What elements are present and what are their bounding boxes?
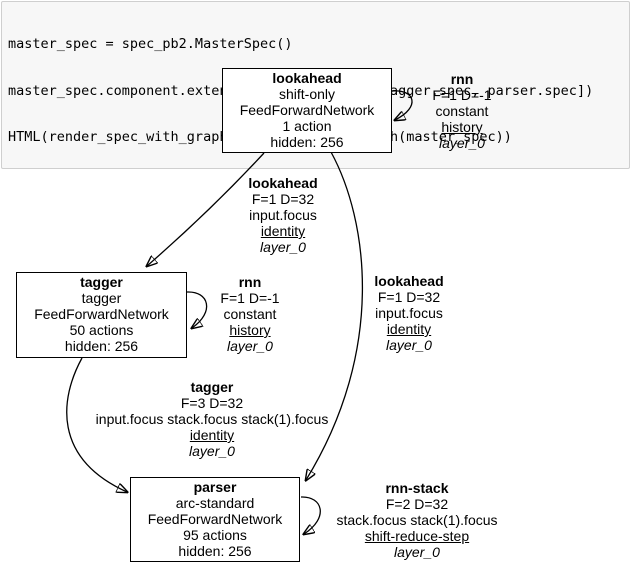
code-line-1: master_spec = spec_pb2.MasterSpec() (8, 36, 293, 52)
edge-label-features: constant (223, 306, 277, 322)
edge-label-features: input.focus stack.focus stack(1).focus (95, 411, 329, 427)
edge-label-rnn-tagger: rnn F=1 D=-1 constant history layer_0 (220, 274, 279, 354)
node-parser-title: parser (193, 479, 237, 495)
edge-label-features: input.focus (249, 207, 317, 223)
node-lookahead-title: lookahead (272, 70, 342, 86)
edge-label-layer: layer_0 (189, 443, 235, 459)
node-parser-line: FeedForwardNetwork (147, 511, 283, 527)
edge-label-params: F=2 D=32 (385, 496, 449, 512)
edge-label-params: F=1 D=-1 (220, 290, 280, 306)
edge-label-title: lookahead (374, 273, 444, 289)
edge-label-layer: layer_0 (386, 337, 432, 353)
edge-label-title: lookahead (248, 175, 318, 191)
node-parser-line: arc-standard (175, 495, 255, 511)
edge-label-translator: identity (260, 223, 306, 239)
edge-label-translator: identity (189, 427, 235, 443)
node-tagger-line: hidden: 256 (64, 338, 139, 354)
node-parser-line: 95 actions (183, 527, 247, 543)
edge-label-layer: layer_0 (394, 544, 440, 560)
edge-label-rnn-lookahead: rnn F=1 D=-1 constant history layer_0 (432, 71, 491, 151)
edge-label-features: input.focus (375, 305, 443, 321)
edge-lookahead-to-tagger (147, 152, 265, 266)
node-tagger-title: tagger (80, 274, 123, 290)
node-lookahead-line: shift-only (278, 86, 336, 102)
edge-label-translator: history (229, 322, 271, 338)
node-tagger-line: tagger (81, 290, 122, 306)
node-lookahead-line: 1 action (282, 118, 332, 134)
edge-label-rnn-stack-parser: rnn-stack F=2 D=32 stack.focus stack(1).… (336, 480, 497, 560)
edge-label-features: stack.focus stack(1).focus (336, 512, 498, 528)
edge-label-layer: layer_0 (260, 239, 306, 255)
edge-label-lookahead-to-tagger: lookahead F=1 D=32 input.focus identity … (248, 175, 317, 255)
node-lookahead-line: FeedForwardNetwork (239, 102, 375, 118)
node-parser-line: hidden: 256 (178, 543, 252, 559)
edge-label-layer: layer_0 (439, 135, 485, 151)
edge-label-params: F=1 D=32 (377, 289, 441, 305)
edge-label-lookahead-to-parser: lookahead F=1 D=32 input.focus identity … (374, 273, 443, 353)
edge-label-title: rnn (450, 71, 474, 87)
edge-parser-self-loop (300, 496, 321, 534)
edge-label-translator: history (441, 119, 483, 135)
edge-label-params: F=1 D=32 (251, 191, 315, 207)
node-lookahead: lookahead shift-only FeedForwardNetwork … (222, 68, 392, 153)
edge-tagger-self-loop (186, 291, 208, 328)
edge-label-params: F=1 D=-1 (432, 87, 492, 103)
node-parser: parser arc-standard FeedForwardNetwork 9… (130, 477, 300, 562)
edge-label-layer: layer_0 (227, 338, 273, 354)
node-tagger: tagger tagger FeedForwardNetwork 50 acti… (16, 272, 187, 358)
edge-label-tagger-to-parser: tagger F=3 D=32 input.focus stack.focus … (96, 379, 329, 459)
edge-label-features: constant (435, 103, 489, 119)
edge-label-translator: identity (386, 321, 432, 337)
edge-label-translator: shift-reduce-step (364, 528, 470, 544)
node-tagger-line: FeedForwardNetwork (34, 306, 169, 322)
node-tagger-line: 50 actions (69, 322, 134, 338)
edge-label-title: rnn-stack (385, 480, 449, 496)
edge-label-title: tagger (190, 379, 234, 395)
edge-label-title: rnn (238, 274, 262, 290)
node-lookahead-line: hidden: 256 (270, 134, 344, 150)
edge-label-params: F=3 D=32 (180, 395, 244, 411)
